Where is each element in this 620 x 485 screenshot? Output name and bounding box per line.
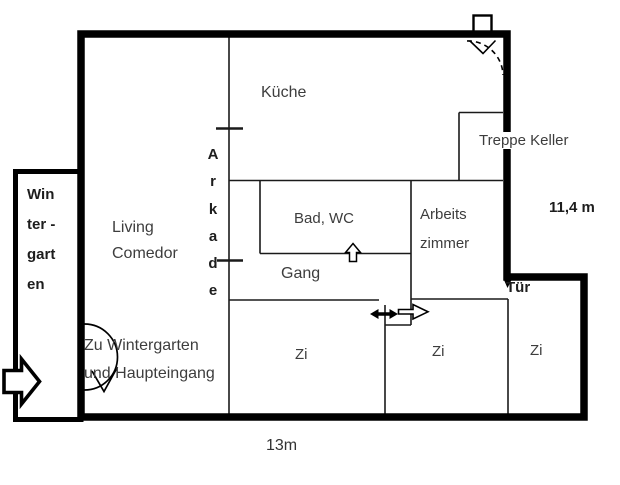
room-label-arbeitszimmer: Arbeits zimmer xyxy=(420,200,469,258)
arkade-letter-5: d xyxy=(208,255,218,273)
room-label-arkade: A r k a d e xyxy=(204,141,222,305)
room-divider-line xyxy=(384,180,412,414)
wintergarten-line-1: Win xyxy=(27,186,55,203)
door-swing-icon xyxy=(466,39,504,76)
wintergarten-wall xyxy=(13,169,84,422)
arkade-letter-1: A xyxy=(207,146,219,163)
arbeitszimmer-line-1: Arbeits xyxy=(420,206,467,223)
arkade-letter-4: a xyxy=(208,227,218,245)
living-line-2: Comedor xyxy=(112,245,178,262)
room-label-treppe-keller: Treppe Keller xyxy=(477,132,571,149)
room-label-gang: Gang xyxy=(281,265,321,282)
room-label-kueche: Küche xyxy=(261,84,307,101)
arkade-letter-6: e xyxy=(208,282,218,300)
treppe-keller-outline xyxy=(458,111,503,181)
door-right-arrow-icon xyxy=(397,303,430,321)
room-label-zi-1: Zi xyxy=(295,346,308,363)
bad-wc-outline xyxy=(259,180,411,255)
living-line-1: Living xyxy=(112,219,154,236)
dimension-width: 13m xyxy=(266,437,298,454)
arkade-letter-3: k xyxy=(208,200,218,218)
room-label-zi-3: Zi xyxy=(530,342,543,359)
door-label-tuer: Tür xyxy=(506,279,531,296)
arbeitszimmer-line-2: zimmer xyxy=(420,235,470,252)
room-label-wintergarten: Win ter - gart en xyxy=(27,180,55,300)
wintergarten-line-4: en xyxy=(27,276,45,293)
entrance-note-line-1: Zu Wintergarten xyxy=(84,337,199,354)
entrance-block-arrow-icon xyxy=(2,353,42,410)
entrance-door-swing-icon xyxy=(84,323,119,394)
up-arrow-icon xyxy=(343,242,363,263)
dimension-height: 11,4 m xyxy=(549,199,595,216)
room-label-zi-2: Zi xyxy=(432,343,445,360)
chimney-square-icon xyxy=(472,14,493,33)
room-label-living-comedor: Living Comedor xyxy=(112,215,178,267)
entrance-note: Zu Wintergarten und Haupteingang xyxy=(84,332,215,388)
room-label-bad-wc: Bad, WC xyxy=(294,210,355,227)
arkade-letter-2: r xyxy=(210,173,216,191)
double-arrow-icon xyxy=(370,309,398,319)
entrance-note-line-2: und Haupteingang xyxy=(84,365,215,382)
wall-end-flare xyxy=(504,280,512,288)
wintergarten-line-2: ter - xyxy=(27,216,56,233)
wintergarten-line-3: gart xyxy=(27,246,56,263)
